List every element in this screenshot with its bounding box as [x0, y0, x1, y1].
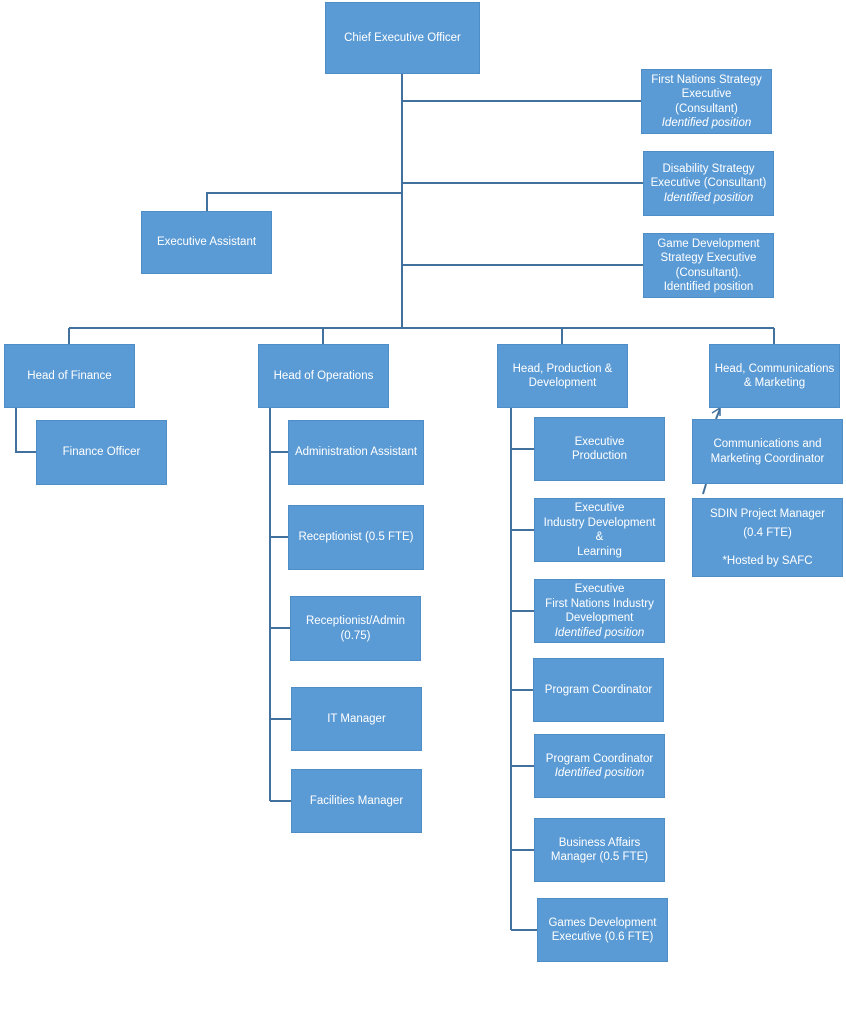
node-sdin-project-manager[interactable]: SDIN Project Manager (0.4 FTE) *Hosted b… — [692, 498, 843, 577]
node-program-coordinator-1[interactable]: Program Coordinator — [533, 658, 664, 722]
node-administration-assistant[interactable]: Administration Assistant — [288, 420, 424, 485]
node-receptionist[interactable]: Receptionist (0.5 FTE) — [288, 505, 424, 570]
node-game-development-strategy-executive[interactable]: Game Development Strategy Executive (Con… — [643, 233, 774, 298]
node-first-nations-strategy-executive[interactable]: First Nations Strategy Executive (Consul… — [641, 69, 772, 134]
node-receptionist-admin[interactable]: Receptionist/Admin (0.75) — [290, 596, 421, 661]
node-executive-production[interactable]: Executive Production — [534, 417, 665, 481]
node-communications-coordinator[interactable]: Communications and Marketing Coordinator — [692, 419, 843, 484]
node-head-of-operations[interactable]: Head of Operations — [258, 344, 389, 408]
node-ceo[interactable]: Chief Executive Officer — [325, 2, 480, 74]
node-facilities-manager[interactable]: Facilities Manager — [291, 769, 422, 833]
node-program-coordinator-2[interactable]: Program Coordinator Identified position — [534, 734, 665, 798]
node-disability-strategy-executive[interactable]: Disability Strategy Executive (Consultan… — [643, 151, 774, 216]
node-executive-assistant[interactable]: Executive Assistant — [141, 211, 272, 274]
node-head-production-development[interactable]: Head, Production & Development — [497, 344, 628, 408]
node-business-affairs-manager[interactable]: Business Affairs Manager (0.5 FTE) — [534, 818, 665, 882]
node-finance-officer[interactable]: Finance Officer — [36, 420, 167, 485]
node-executive-industry-development[interactable]: Executive Industry Development & Learnin… — [534, 498, 665, 562]
node-it-manager[interactable]: IT Manager — [291, 687, 422, 751]
node-games-development-executive[interactable]: Games Development Executive (0.6 FTE) — [537, 898, 668, 962]
node-head-communications-marketing[interactable]: Head, Communications & Marketing — [709, 344, 840, 408]
node-executive-first-nations-industry[interactable]: Executive First Nations Industry Develop… — [534, 579, 665, 643]
node-head-of-finance[interactable]: Head of Finance — [4, 344, 135, 408]
